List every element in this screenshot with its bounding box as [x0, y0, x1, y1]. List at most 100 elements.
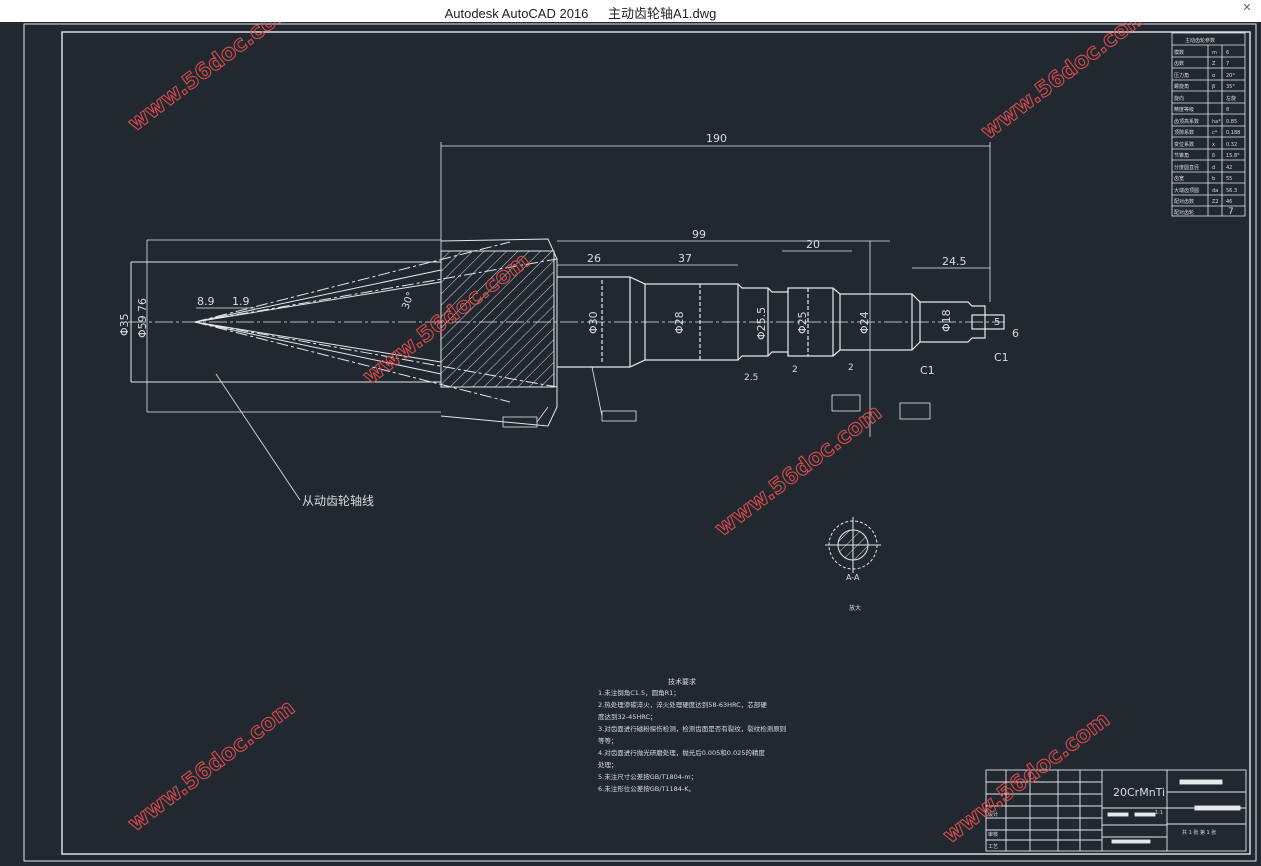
param-row-symbol: ha*: [1212, 119, 1221, 125]
tech-line: 6.未注形位公差按GB/T1184-K。: [598, 784, 695, 793]
param-row-symbol: b: [1212, 176, 1215, 182]
tech-title: 技术要求: [668, 677, 696, 686]
param-row-label: 旋向: [1174, 95, 1184, 102]
dimension-lines: [146, 142, 991, 501]
tech-line: 2.热处理渗碳淬火，淬火处理硬度达到58-63HRC，芯部硬: [598, 700, 767, 709]
dim-99: 99: [692, 228, 706, 241]
dim-phi35: Φ35: [118, 313, 131, 336]
tech-line: 1.未注倒角C1.5，圆角R1；: [598, 688, 680, 697]
param-table-title: 主动齿轮参数: [1185, 37, 1215, 44]
dim-phi59: Φ59: [136, 315, 149, 338]
title-block-designer: 设计: [988, 811, 998, 818]
gear-outline: [440, 238, 558, 427]
tech-line: 3.对齿面进行磁粉探伤检测，检测齿面是否有裂纹，裂纹检测原则: [598, 724, 786, 733]
param-row-symbol: β: [1212, 84, 1215, 90]
param-row-label: 模数: [1174, 49, 1184, 56]
gear-param-table-text: 主动齿轮参数 模数 m 6 齿数 Z 7 压力角 α 20° 螺旋角 β 35°…: [1174, 37, 1240, 217]
param-row-value: 20°: [1226, 73, 1235, 79]
file-name: 主动齿轮轴A1.dwg: [608, 6, 717, 21]
dim-c1-b: C1: [920, 364, 935, 377]
param-row-value: 0.32: [1226, 142, 1237, 148]
param-row-value: 0.85: [1226, 119, 1237, 125]
dim-76: 76: [136, 298, 149, 312]
param-row-value: 左旋: [1226, 95, 1236, 102]
dim-phi24: Φ24: [858, 311, 871, 334]
tech-line: 4.对齿面进行抛光研磨处理，抛光后0.005和0.025的精度: [598, 748, 765, 757]
section-a-a: [825, 517, 881, 573]
dim-phi25: Φ25: [796, 311, 809, 334]
param-row-symbol: δ: [1212, 153, 1215, 159]
sheet-inner-border: [61, 31, 1251, 855]
gear-param-table: [1171, 32, 1246, 217]
tech-line: 5.未注尺寸公差按GB/T1804-m；: [598, 772, 697, 781]
dim-phi18: Φ18: [940, 309, 953, 332]
param-row-value: 6: [1226, 50, 1229, 56]
param-row-value: 46: [1226, 199, 1232, 205]
param-row-label: 分度圆直径: [1174, 164, 1199, 171]
param-row-symbol: Z: [1212, 61, 1216, 67]
title-block-scale: 1:1: [1155, 810, 1163, 816]
window-title: Autodesk AutoCAD 2016 主动齿轮轴A1.dwg: [0, 3, 1261, 22]
dim-26: 26: [587, 252, 601, 265]
tolerance-frames: [502, 366, 931, 428]
dim-angle-30: 30°: [400, 291, 416, 311]
param-row-value: 35°: [1226, 84, 1235, 90]
param-row-label: 齿宽: [1174, 175, 1184, 182]
shaft-body: [557, 276, 1005, 368]
watermark: www.56doc.com: [124, 22, 300, 137]
section-note: 放大: [849, 604, 861, 612]
param-row-label: 变位系数: [1174, 141, 1194, 148]
param-row-symbol: d: [1212, 165, 1215, 171]
dim-2b: 2: [848, 363, 854, 373]
param-row-value: 15.8°: [1226, 153, 1240, 159]
param-row-label: 螺旋角: [1174, 83, 1189, 90]
dim-20: 20: [806, 238, 820, 251]
material-label: 20CrMnTi: [1113, 786, 1165, 799]
cad-drawing-canvas[interactable]: 190 99 20 26 37 24.5 8.9 1.9 Φ35 Φ59 76 …: [0, 22, 1261, 866]
close-window-icon[interactable]: ✕: [1242, 2, 1252, 14]
param-row-label: 精度等级: [1174, 106, 1194, 113]
title-block: [985, 769, 1247, 852]
param-row-label: 大端齿顶圆: [1174, 187, 1199, 194]
mating-gear-axis-label: 从动齿轮轴线: [302, 493, 374, 508]
param-row-symbol: c*: [1212, 130, 1218, 136]
tech-line: 等等；: [598, 736, 618, 745]
dim-190: 190: [706, 132, 727, 145]
param-row-value: 8: [1226, 107, 1229, 113]
bevel-gear-cone: [130, 238, 558, 427]
param-row-value: 0.188: [1226, 130, 1240, 136]
watermark: www.56doc.com: [124, 695, 300, 836]
param-row-label: 节锥角: [1174, 152, 1189, 159]
param-row-symbol: Z2: [1212, 199, 1219, 205]
param-row-value: 56.3: [1226, 188, 1237, 194]
dim-37: 37: [678, 252, 692, 265]
param-row-value: 42: [1226, 165, 1232, 171]
dim-c1-a: C1: [994, 351, 1009, 364]
title-block-check: 审核: [988, 831, 998, 838]
param-row-symbol: α: [1212, 73, 1216, 79]
param-row-label: 压力角: [1174, 72, 1189, 79]
watermark: www.56doc.com: [711, 400, 887, 541]
dim-1-9: 1.9: [232, 295, 250, 308]
param-row-symbol: da: [1212, 188, 1218, 194]
dim-5: 5: [994, 317, 1000, 328]
sheet-outer-border: [23, 23, 1257, 862]
tech-line: 度达到32-45HRC；: [598, 712, 657, 721]
param-row-value: 7: [1228, 207, 1234, 217]
keyway: [971, 314, 1005, 330]
watermark: www.56doc.com: [939, 707, 1115, 848]
dim-24-5: 24.5: [942, 255, 967, 268]
param-row-label: 顶隙系数: [1174, 129, 1194, 136]
param-row-symbol: m: [1212, 50, 1217, 56]
param-row-value: 7: [1226, 61, 1229, 67]
gear-section-hatch: [440, 250, 555, 388]
app-name: Autodesk AutoCAD 2016: [444, 6, 589, 21]
tech-line: 处理；: [598, 760, 618, 769]
dim-2-5: 2.5: [744, 373, 758, 383]
window-title-bar: Autodesk AutoCAD 2016 主动齿轮轴A1.dwg ✕: [0, 0, 1261, 22]
param-row-label: 齿数: [1174, 60, 1184, 67]
dim-phi25-5: Φ25.5: [755, 307, 768, 340]
param-row-label: 配对齿轮: [1174, 209, 1194, 216]
param-row-value: 55: [1226, 176, 1232, 182]
param-row-symbol: x: [1212, 142, 1215, 148]
